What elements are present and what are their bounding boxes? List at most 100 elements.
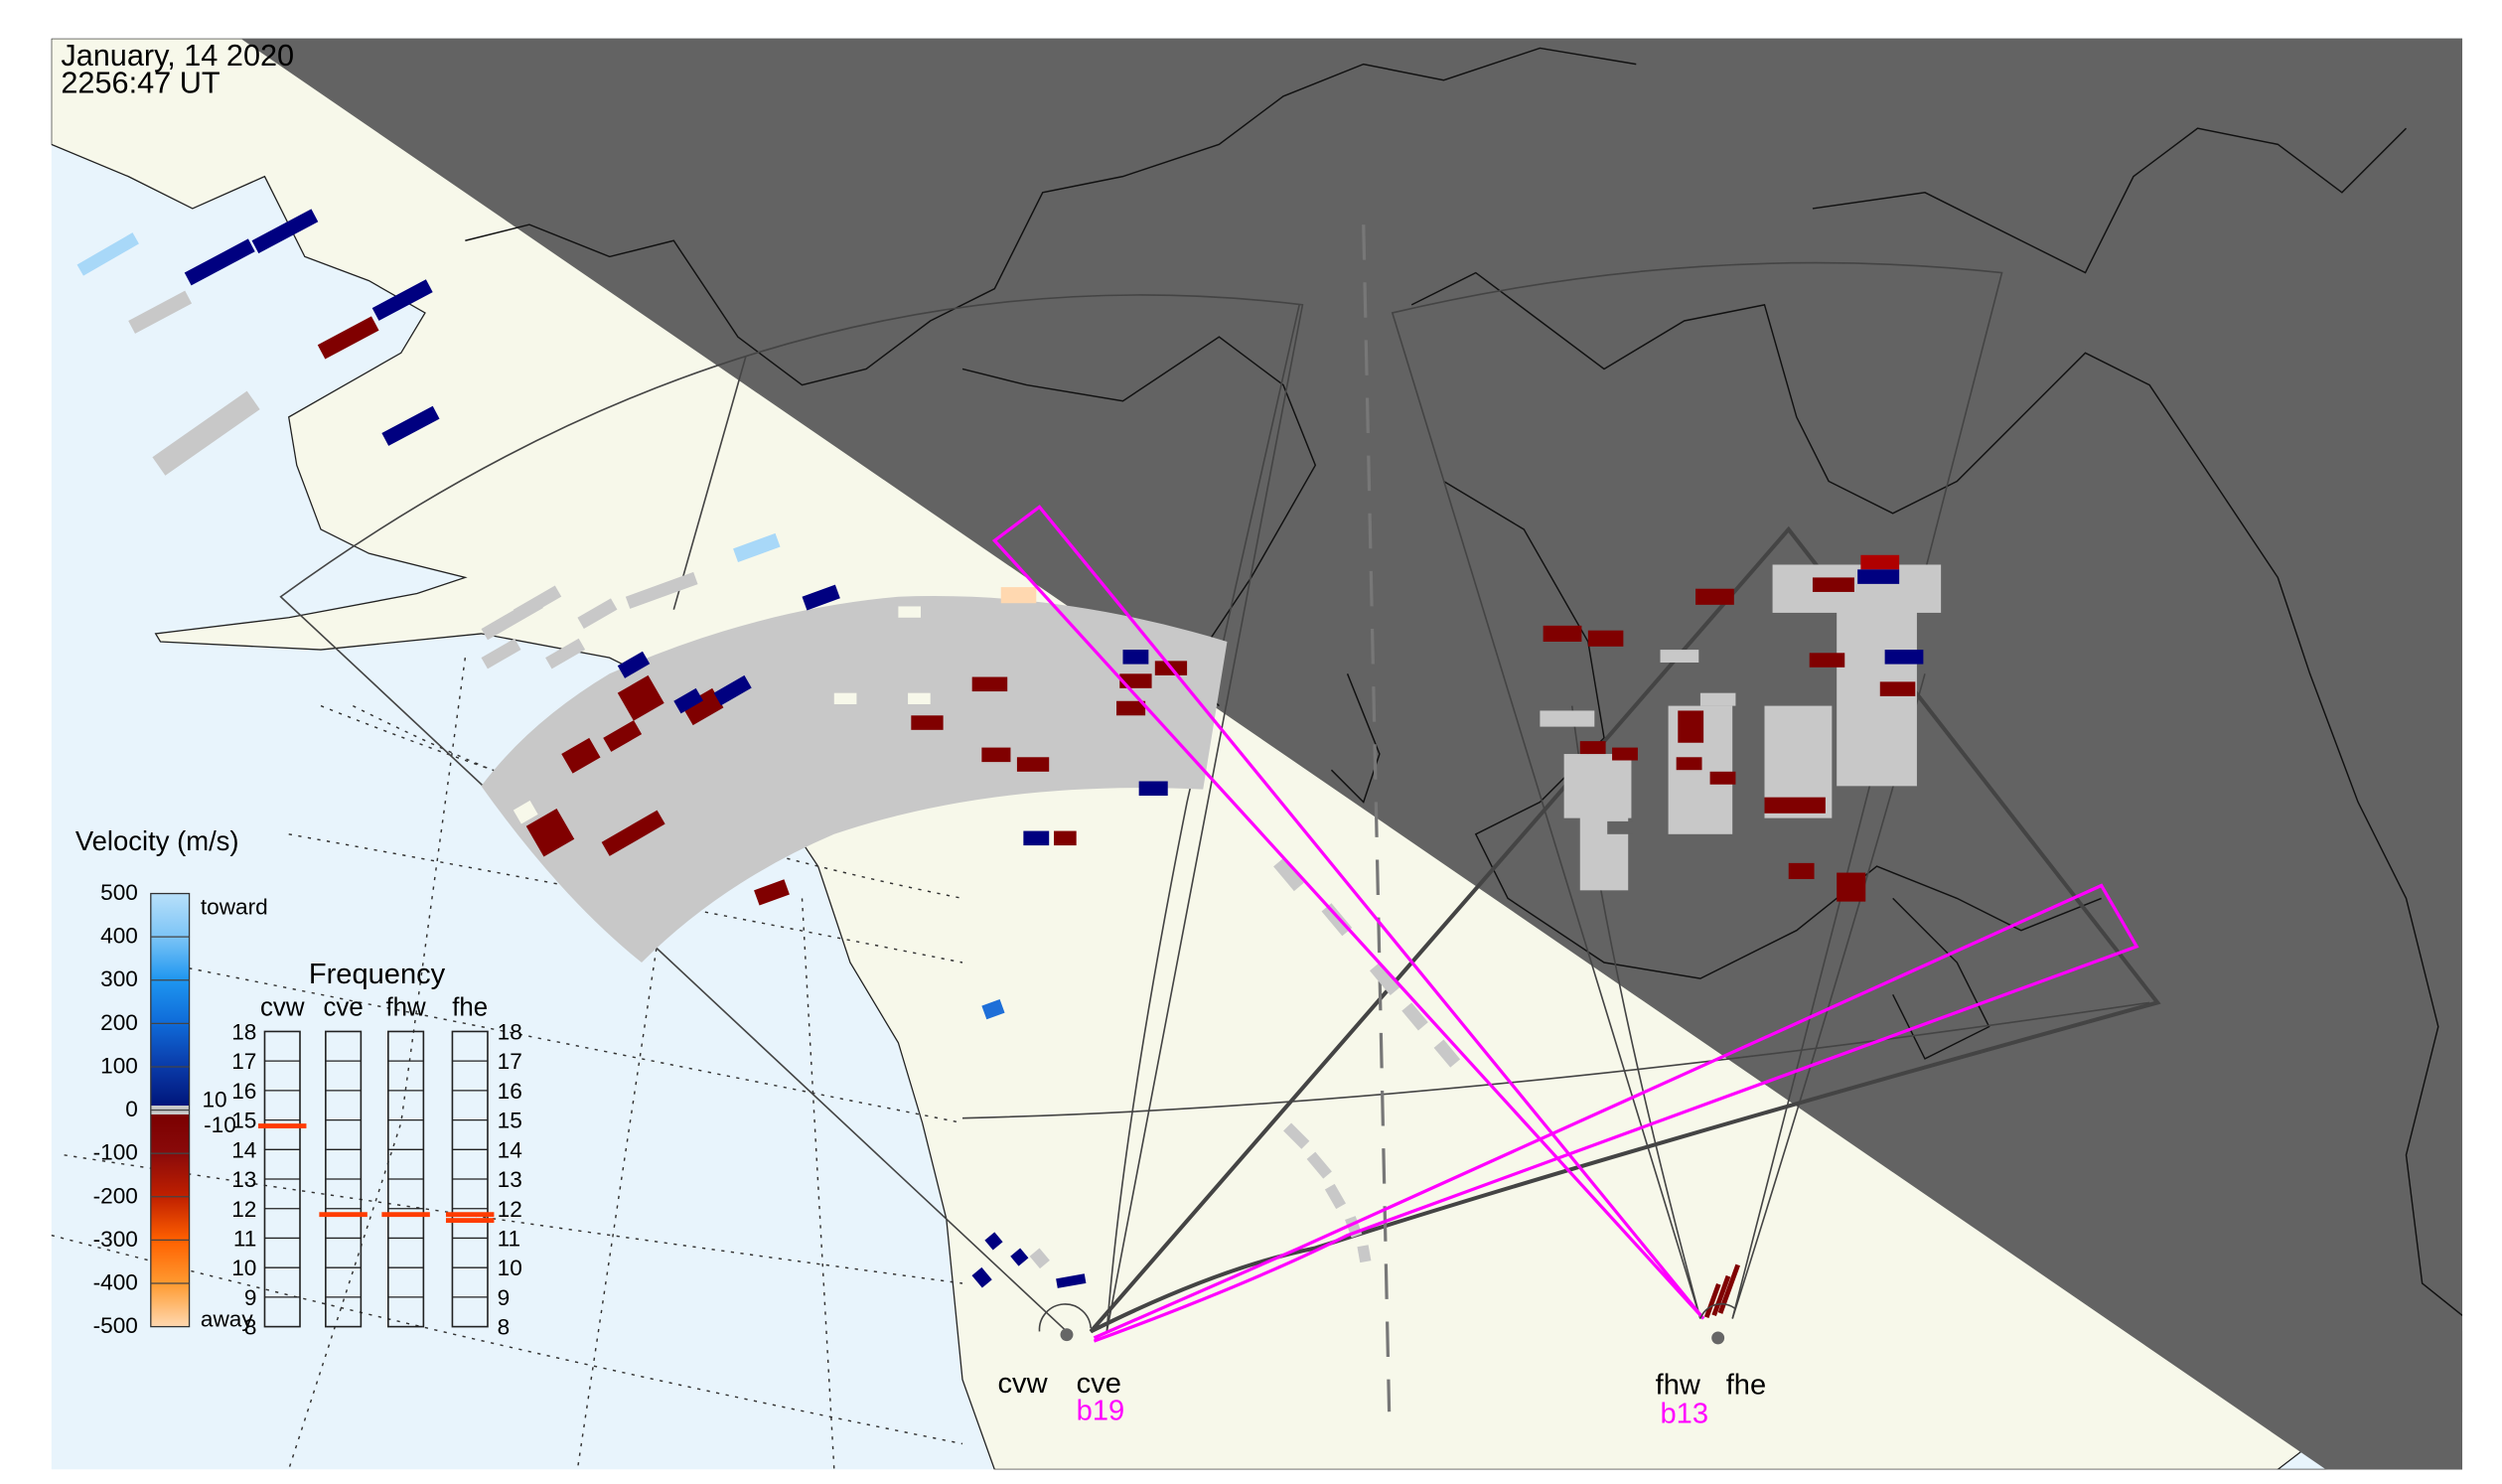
scatter-cell — [1056, 1273, 1087, 1288]
scatter-cell — [1837, 609, 1917, 787]
velocity-tick-label: 100 — [100, 1053, 138, 1078]
frequency-tick-left: 17 — [231, 1049, 256, 1074]
radar-label-fhw: fhw — [1656, 1369, 1701, 1401]
toward-label: toward — [201, 895, 268, 920]
scatter-cell — [184, 238, 255, 286]
map-area — [51, 38, 2463, 1470]
radar-sites — [1038, 1302, 1736, 1345]
frequency-tick-left: 16 — [231, 1079, 256, 1104]
scatter-cell — [981, 998, 1005, 1020]
site-marker-fh — [1711, 1331, 1725, 1345]
scatter-cell — [1676, 757, 1702, 771]
velocity-tick-label: -300 — [93, 1227, 138, 1252]
scatter-cell — [1401, 1002, 1428, 1031]
frequency-marker — [445, 1218, 495, 1224]
scatter-cell — [1016, 757, 1050, 772]
scatter-cell — [1879, 681, 1916, 696]
scatter-cell — [984, 1232, 1003, 1251]
velocity-tick-label: -200 — [93, 1183, 138, 1208]
scatter-cell — [1837, 872, 1866, 902]
scatter-cell — [1122, 650, 1149, 665]
velocity-tick-label: -500 — [93, 1313, 138, 1338]
scatter-cell — [1709, 771, 1736, 785]
beam-b13-outline — [991, 505, 1705, 1320]
scatter-cell — [371, 279, 433, 321]
scatter-cell — [1543, 625, 1582, 642]
scatter-cell — [1023, 830, 1050, 846]
frequency-tick-right: 14 — [498, 1137, 522, 1162]
scatter-cell — [152, 390, 260, 476]
scatter-cell — [1809, 653, 1845, 668]
scatter-cell — [1612, 747, 1638, 761]
radar-label-fhe: fhe — [1726, 1369, 1766, 1401]
beam-b19-outline — [1093, 883, 2139, 1343]
frequency-tick-left: 13 — [231, 1167, 256, 1192]
scatter-cell — [1138, 781, 1168, 797]
scatter-cell — [1054, 830, 1077, 846]
scatter-cell — [802, 584, 840, 611]
scatter-cell — [981, 747, 1011, 763]
scatter-cell — [481, 638, 521, 669]
velocity-tick-label: -100 — [93, 1140, 138, 1165]
frequency-title: Frequency — [309, 959, 446, 990]
frequency-tick-right: 17 — [498, 1049, 522, 1074]
coastlines-night — [465, 47, 2463, 1316]
backscatter-band — [481, 596, 1228, 963]
scatter-cell — [1010, 1248, 1029, 1266]
scatter-cell — [1321, 903, 1353, 937]
velocity-legend: Velocity (m/s) 5004003002001000-100-200-… — [75, 825, 268, 1338]
scatter-cell — [76, 232, 139, 276]
scatter-cell — [617, 674, 664, 721]
scatter-cell — [1283, 1122, 1310, 1149]
frequency-tick-right: 18 — [498, 1020, 522, 1045]
frequency-marker — [445, 1212, 495, 1218]
scatter-cell — [603, 720, 643, 752]
scatter-cell — [625, 571, 698, 609]
gs-lower-label: -10 — [204, 1113, 236, 1137]
scatter-cell — [1884, 650, 1924, 665]
scatter-cell — [513, 585, 562, 621]
frequency-tick-right: 13 — [498, 1167, 522, 1192]
frequency-marker — [319, 1212, 368, 1218]
frequency-tick-left: 10 — [231, 1256, 256, 1280]
scatter-cell — [577, 598, 618, 629]
frequency-tick-left: 18 — [231, 1020, 256, 1045]
dashed-meridian — [1362, 224, 1392, 1412]
frequency-tick-right: 11 — [498, 1227, 520, 1252]
radar-label-cvw: cvw — [998, 1368, 1049, 1400]
away-label: away — [201, 1307, 253, 1332]
scatter-cell — [317, 316, 379, 360]
scatter-cell — [1607, 820, 1634, 834]
time-label: 2256:47 UT — [61, 66, 221, 100]
scatter-cell — [545, 638, 586, 669]
scatter-cell — [1579, 802, 1629, 891]
scatter-cell — [251, 209, 319, 254]
scatter-cell — [1116, 700, 1146, 716]
frequency-marker — [258, 1123, 307, 1128]
frequency-tick-left: 11 — [233, 1227, 256, 1252]
scatter-cell — [1433, 1039, 1461, 1068]
scatter-cell — [1660, 650, 1699, 663]
scatter-cell — [733, 532, 781, 562]
scatter-cell — [1579, 741, 1606, 755]
frequency-tick-right: 9 — [498, 1285, 511, 1310]
scatter-cell — [1695, 588, 1734, 605]
scatter-cell — [1857, 569, 1900, 584]
scatter-cell — [1788, 862, 1815, 880]
scatter-cell — [601, 810, 665, 856]
frequency-column-header: fhw — [385, 993, 426, 1021]
scatter-cell — [1357, 1245, 1372, 1263]
scatter-cells — [76, 209, 1942, 1319]
night-shade — [240, 38, 2463, 1470]
radar-fov-outlines-highlight — [1089, 525, 2161, 1334]
frequency-column-header: fhe — [452, 993, 488, 1021]
scatter-cell — [1029, 1248, 1050, 1269]
frequency-tick-right: 8 — [498, 1315, 511, 1340]
scatter-cell — [833, 692, 857, 704]
radar-label-cve: cve — [1077, 1368, 1121, 1400]
scatter-cell — [561, 737, 601, 774]
scatter-cell — [617, 651, 651, 678]
scatter-cell — [908, 692, 931, 704]
